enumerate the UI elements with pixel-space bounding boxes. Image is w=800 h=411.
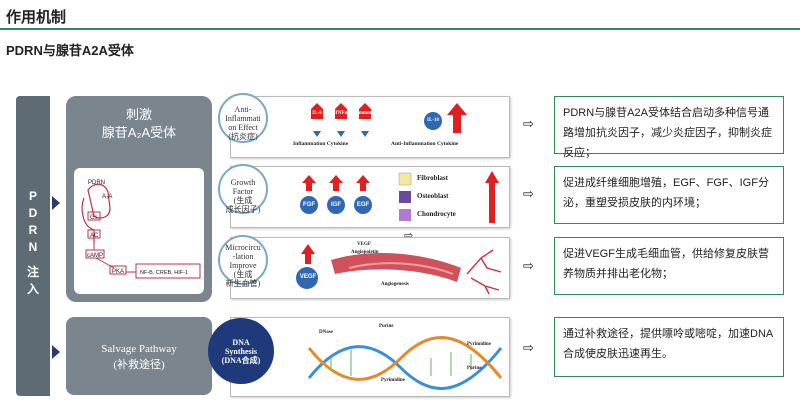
pointer-arrow-icon [52, 196, 60, 210]
right-arrow-icon: ⇨ [523, 186, 534, 201]
dna-label-pyrimidine: Pyrimidine [381, 378, 405, 383]
bar-char: D [28, 206, 38, 220]
factor-fgf: FGF [303, 202, 315, 208]
circle-text: (生成 [233, 196, 253, 205]
receptor-signaling-diagram: PDRN A₂A Gs AC cAMP PKA NF-B, CREB, HIF-… [74, 168, 204, 294]
dna-label-dnase: DNase [319, 330, 333, 335]
vegf-badge: VEGF [299, 274, 317, 280]
bar-char: P [28, 189, 37, 203]
circle-text: Microcircu [225, 243, 261, 252]
dna-helix-illustration [307, 336, 503, 390]
circle-text: Inflammati [225, 114, 261, 123]
pointer-arrow-icon [52, 345, 60, 359]
circle-text: -lation [232, 252, 254, 261]
diagram-label: AC [90, 233, 99, 239]
growth-factor-illustration [300, 171, 499, 223]
dna-label-purine: Purine [379, 324, 394, 329]
growth-factor-row: FGF IGF EGF Fibroblast Osteoblast Chondr… [230, 166, 510, 228]
factor-igf: IGF [331, 202, 341, 208]
dna-synthesis-circle: DNA Synthesis (DNA合成) [208, 318, 274, 384]
diagram-label: PDRN [88, 180, 105, 186]
circle-text: (生成 [233, 270, 253, 279]
bar-char: R [28, 223, 38, 237]
bar-char: 入 [26, 282, 39, 296]
dna-label-purine: Purine [467, 366, 482, 371]
description-box-3: 促进VEGF生成毛细血管，供给修复皮肤营养物质并排出老化物； [554, 237, 784, 295]
small-arrow-icon: ⇨ [404, 230, 414, 242]
circle-text: on Effect [228, 123, 258, 132]
diagram-label: cAMP [87, 253, 103, 259]
bar-char: 注 [26, 265, 39, 279]
salvage-panel [66, 317, 212, 395]
signaling-pathway-illustration: PDRN A₂A Gs AC cAMP PKA NF-B, CREB, HIF-… [81, 180, 201, 279]
circle-text: DNA [232, 338, 250, 347]
anti-inflammation-cytokine-label: Anti-Inflammation Cytokine [391, 141, 459, 147]
circle-text: Factor [232, 187, 254, 196]
growth-factor-circle: Growth Factor (生成 成长因子) [218, 164, 268, 214]
angiogenesis-illustration [296, 244, 502, 295]
description-box-1: PDRN与腺苷A2A受体结合启动多种信号通路增加抗炎因子，减少炎症因子，抑制炎症… [554, 96, 784, 159]
inflammation-cytokine-label: Inflammation Cytokine [293, 141, 349, 147]
bar-char: N [28, 240, 38, 254]
receptor-title-line: 刺激 [125, 107, 152, 122]
circle-text: (DNA合成) [221, 356, 261, 365]
micro-label-angiogenesis: Angiogenesis [381, 282, 409, 287]
cytokine-il10: IL-10 [427, 118, 439, 123]
right-arrow-icon: ⇨ [523, 340, 534, 355]
right-arrow-icon: ⇨ [523, 258, 534, 273]
cytokine-il6: IL-6 [312, 111, 322, 116]
circle-text: Growth [230, 178, 256, 187]
diagram-label: PKA [112, 269, 124, 275]
circle-text: Anti- [234, 105, 252, 114]
microcirculation-row: VEGF VEGF Angiopoietin Angiogenesis [230, 237, 510, 299]
anti-inflammation-row: IL-6 TNFα mmm IL-10 Inflammation Cytokin… [230, 96, 510, 158]
page-subtitle: PDRN与腺苷A2A受体 [6, 43, 134, 58]
dna-synthesis-row: DNase Purine Pyrimidine Pyrimidine Purin… [230, 317, 510, 397]
salvage-title: Salvage Pathway (补救途径) [66, 341, 212, 373]
circle-text: (抗炎症) [228, 132, 258, 141]
description-box-4: 通过补救途径，提供嘌呤或嘧啶，加速DNA合成使皮肤迅速再生。 [554, 317, 784, 377]
salvage-title-line: (补救途径) [113, 359, 165, 371]
right-arrow-icon: ⇨ [523, 116, 534, 131]
pdrn-injection-bar: P D R N 注 入 [16, 96, 50, 396]
cytokine-other: mmm [358, 111, 372, 116]
anti-inflammation-circle: Anti- Inflammati on Effect (抗炎症) [218, 93, 268, 143]
receptor-title-line: 腺苷A₂A受体 [101, 125, 177, 140]
receptor-title: 刺激 腺苷A₂A受体 [66, 106, 212, 142]
cell-osteoblast: Osteoblast [417, 192, 449, 200]
factor-egf: EGF [356, 202, 370, 208]
page-title: 作用机制 [6, 9, 67, 26]
description-box-2: 促进成纤维细胞增殖，EGF、FGF、IGF分泌，重塑受损皮肤的内环境； [554, 166, 784, 224]
microcirculation-circle: Microcircu -lation Improve (生成 新生血管) [218, 235, 268, 288]
circle-text: 成长因子) [225, 205, 261, 214]
circle-text: Synthesis [224, 347, 257, 356]
micro-label-angiopoietin: Angiopoietin [351, 250, 379, 255]
cytokine-illustration [311, 103, 467, 137]
circle-text: 新生血管) [225, 279, 261, 288]
diagram-label: A₂A [102, 194, 112, 200]
cell-fibroblast: Fibroblast [417, 174, 448, 182]
header-divider [0, 28, 800, 30]
salvage-title-line: Salvage Pathway [101, 343, 177, 355]
diagram-label: NF-B, CREB, HIF-1 [140, 270, 188, 276]
diagram-label: Gs [90, 215, 98, 221]
cytokine-tnf: TNFα [334, 111, 348, 116]
circle-text: Improve [229, 261, 257, 270]
micro-label-vegf: VEGF [357, 242, 371, 247]
cell-chondrocyte: Chondrocyte [417, 210, 456, 218]
dna-label-pyrimidine: Pyrimidine [467, 342, 491, 347]
